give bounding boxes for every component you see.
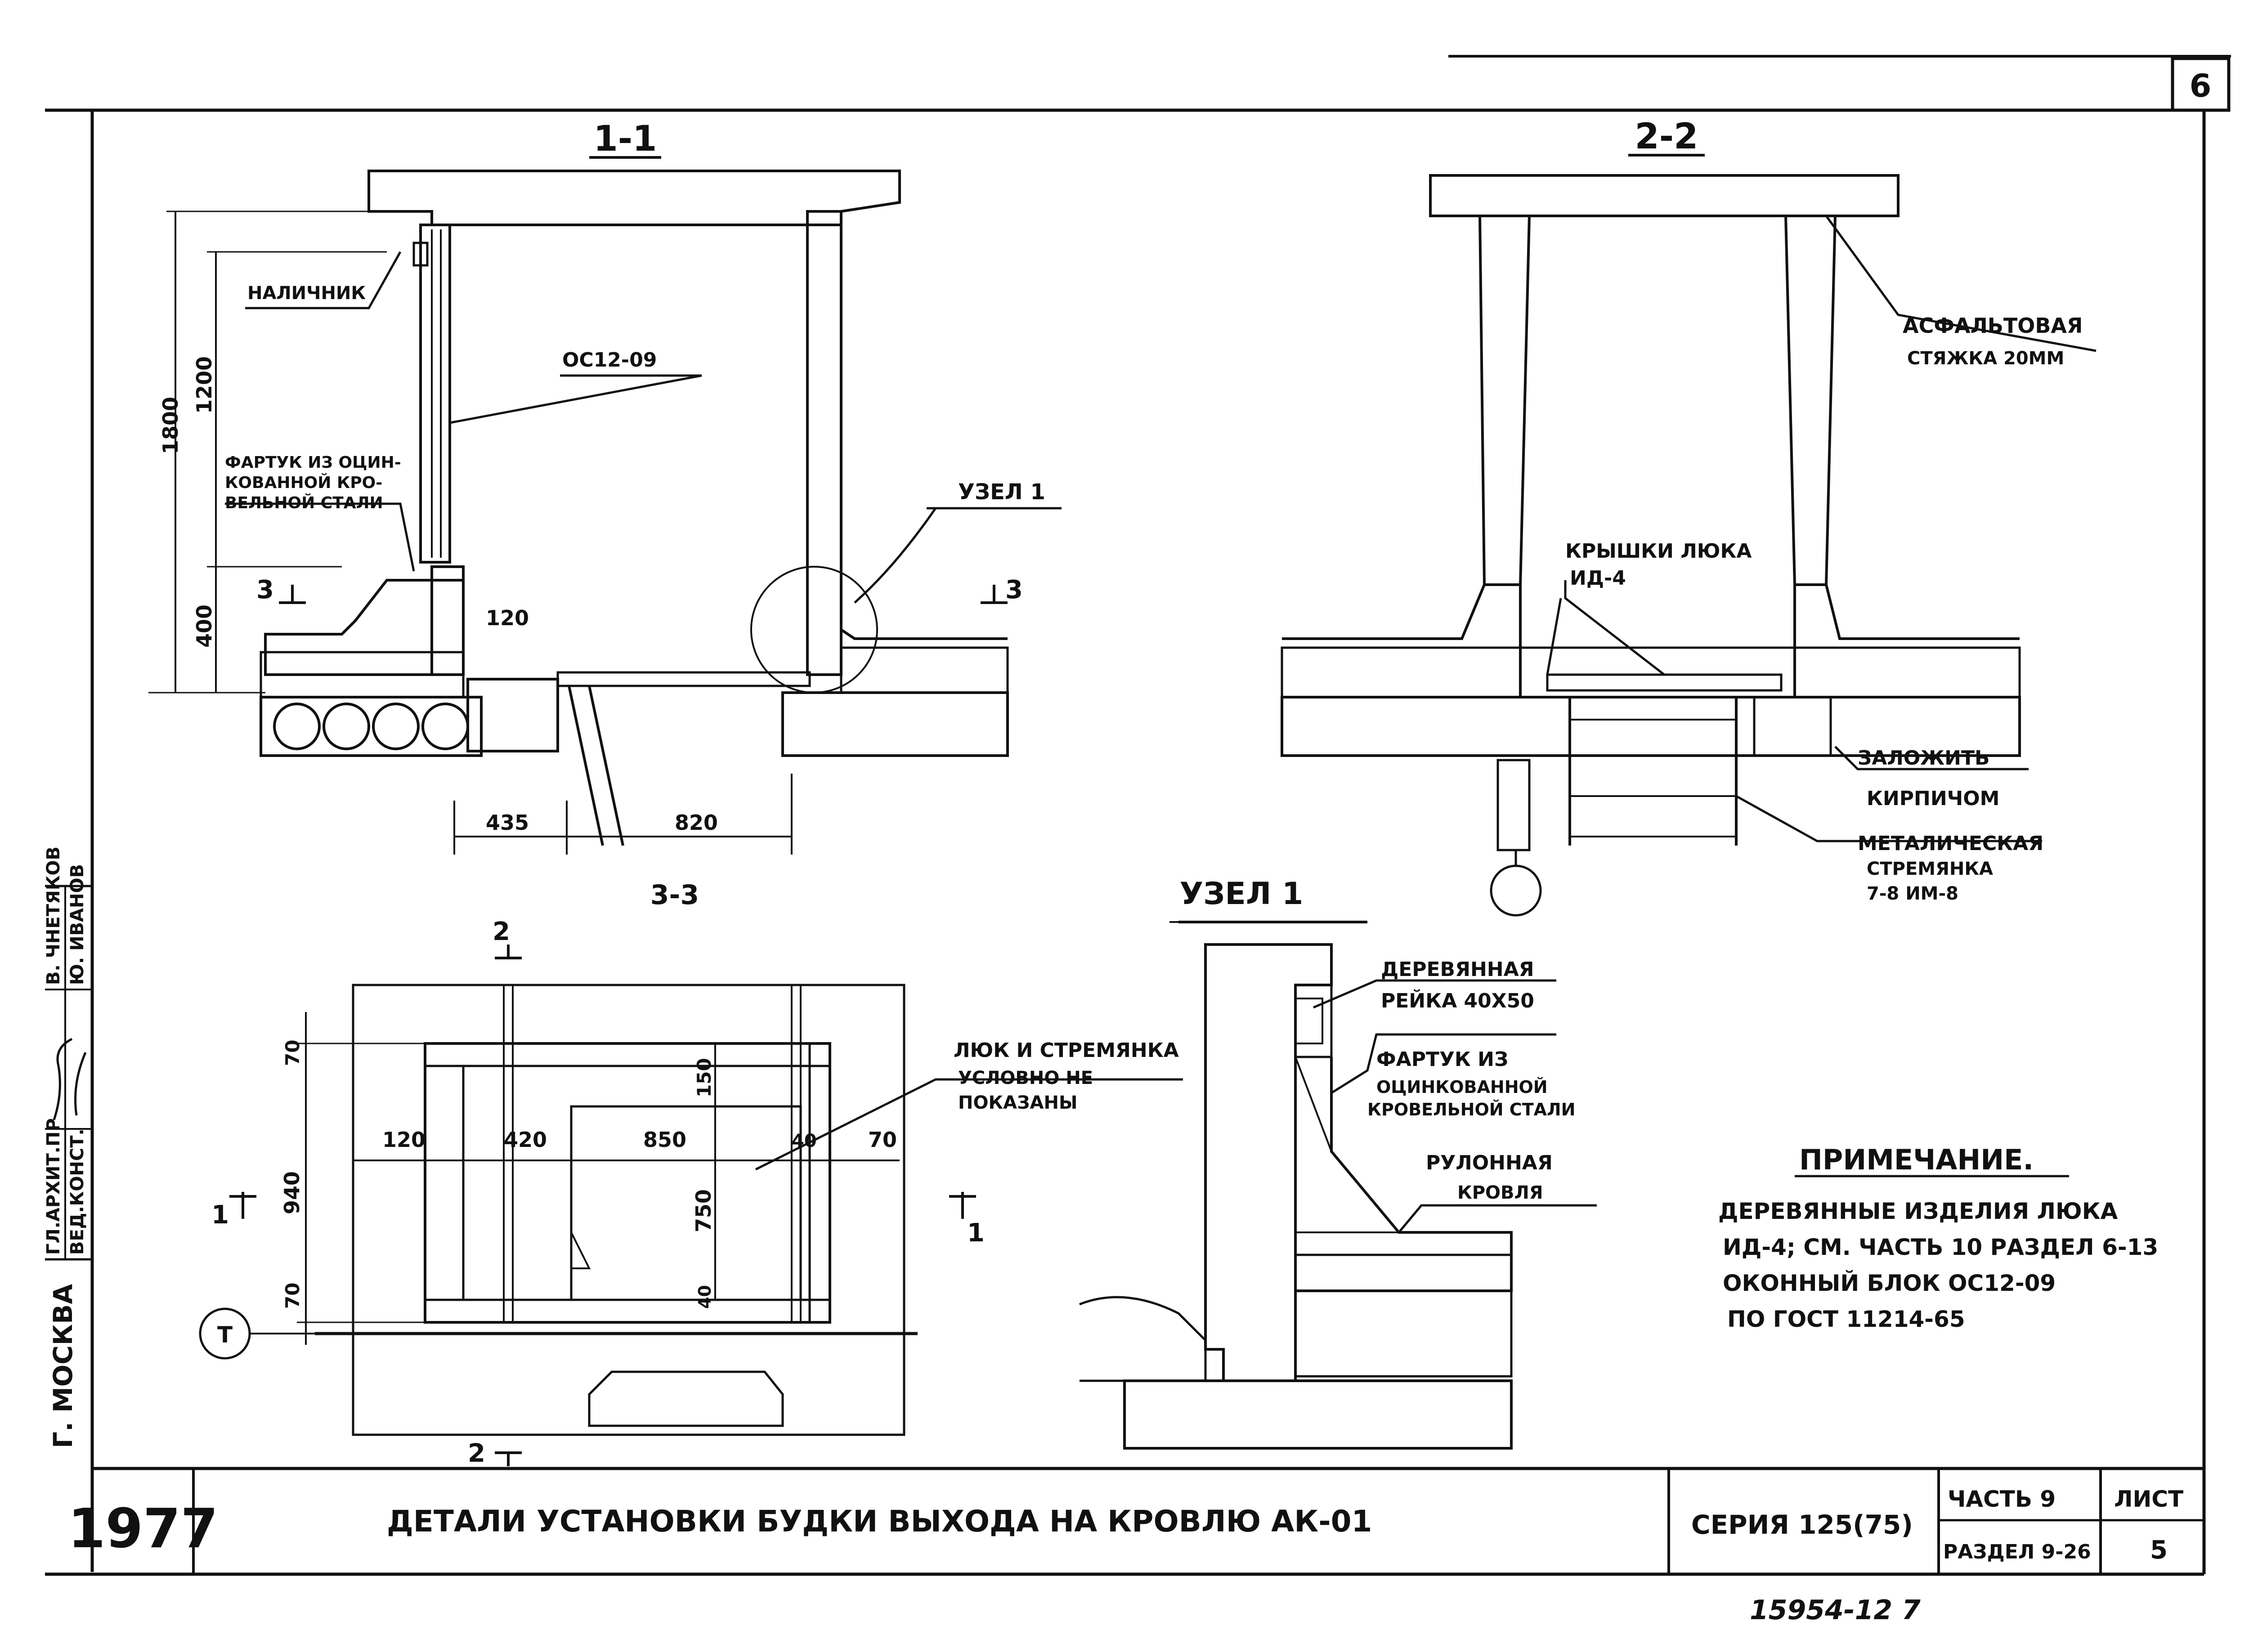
label-ladder-1: МЕТАЛИЧЕСКАЯ	[1858, 832, 2043, 855]
label-asphalt-1: АСФАЛЬТОВАЯ	[1903, 313, 2083, 338]
title-text: ДЕТАЛИ УСТАНОВКИ БУДКИ ВЫХОДА НА КРОВЛЮ …	[387, 1504, 1372, 1539]
dim-70-a: 70	[282, 1040, 304, 1066]
left-stamp	[45, 885, 92, 1261]
label-fartuk-line-2: КОВАННОЙ КРО-	[225, 473, 382, 492]
label-ladder-2: СТРЕМЯНКА	[1867, 859, 1993, 879]
label-hatch-note-3: ПОКАЗАНЫ	[958, 1092, 1077, 1113]
dim-420: 420	[504, 1128, 547, 1152]
label-node-fartuk-3: КРОВЕЛЬНОЙ СТАЛИ	[1367, 1100, 1575, 1119]
sheet-frame	[45, 55, 2231, 1576]
label-fartuk-line-1: ФАРТУК ИЗ ОЦИН-	[225, 453, 401, 472]
section-2-2-title: 2-2	[1635, 116, 1698, 157]
dim-70-b: 70	[868, 1128, 897, 1152]
label-nalichnik: НАЛИЧНИК	[247, 283, 366, 304]
note-line-2: ИД-4; СМ. ЧАСТЬ 10 РАЗДЕЛ 6-13	[1723, 1234, 2158, 1260]
dim-70-c: 70	[282, 1283, 304, 1309]
stamp-name-1: В. ЧНЕТЯКОВ	[43, 846, 64, 985]
dim-120-a: 120	[486, 606, 529, 630]
section-1-1-title: 1-1	[594, 119, 657, 159]
title-series: СЕРИЯ 125(75)	[1691, 1509, 1913, 1540]
sheet-number: 6	[2190, 67, 2212, 104]
stamp-role-2: ВЕД.КОНСТ.	[67, 1128, 88, 1255]
title-sheet-label: ЛИСТ	[2114, 1486, 2183, 1512]
section-2-2: 2-2	[1281, 116, 2097, 917]
note-line-3: ОКОННЫЙ БЛОК ОС12-09	[1723, 1270, 2056, 1296]
title-sheet-value: 5	[2150, 1536, 2168, 1565]
label-hatch-covers-2: ИД-4	[1570, 567, 1626, 590]
label-window-os12: ОС12-09	[562, 349, 657, 372]
label-node-fartuk-2: ОЦИНКОВАННОЙ	[1376, 1077, 1548, 1097]
label-roll-2: КРОВЛЯ	[1457, 1182, 1543, 1203]
dim-120-b: 120	[382, 1128, 426, 1152]
label-roll-1: РУЛОННАЯ	[1426, 1151, 1553, 1174]
label-brick-1: ЗАЛОЖИТЬ	[1858, 747, 1990, 770]
note-block: ПРИМЕЧАНИЕ. ДЕРЕВЯННЫЕ ИЗДЕЛИЯ ЛЮКА ИД-4…	[1718, 1143, 2158, 1332]
title-block	[92, 1467, 2204, 1574]
dim-150: 150	[693, 1058, 715, 1097]
dim-750: 750	[691, 1189, 716, 1232]
label-asphalt-2: СТЯЖКА 20ММ	[1907, 348, 2064, 369]
label-hatch-note-1: ЛЮК И СТРЕМЯНКА	[954, 1039, 1179, 1062]
stamp-name-2: Ю. ИВАНОВ	[67, 864, 88, 985]
title-section: РАЗДЕЛ 9-26	[1943, 1540, 2091, 1563]
label-fartuk-line-3: ВЕЛЬНОЙ СТАЛИ	[225, 493, 383, 512]
inventory-number: 15954-12 7	[1750, 1594, 1921, 1626]
note-title: ПРИМЕЧАНИЕ.	[1799, 1143, 2034, 1176]
axis-t-label: Т	[217, 1322, 233, 1348]
note-line-1: ДЕРЕВЯННЫЕ ИЗДЕЛИЯ ЛЮКА	[1718, 1198, 2118, 1224]
label-node-fartuk-1: ФАРТУК ИЗ	[1376, 1048, 1508, 1071]
section-1-1: 1-1	[148, 119, 1062, 855]
dim-850: 850	[643, 1128, 686, 1152]
stamp-city: Г. МОСКВА	[48, 1284, 78, 1448]
label-uzel-ref: УЗЕЛ 1	[958, 479, 1045, 505]
title-part: ЧАСТЬ 9	[1948, 1486, 2056, 1512]
label-hatch-note-2: УСЛОВНО НЕ	[958, 1068, 1093, 1088]
cut-2-bottom: 2	[468, 1439, 485, 1468]
dim-400: 400	[192, 604, 216, 648]
stamp-role-1: ГЛ.АРХИТ.ПР	[43, 1118, 64, 1255]
node-1-title: УЗЕЛ 1	[1180, 876, 1304, 912]
title-year: 1977	[68, 1498, 218, 1560]
label-wood-2: РЕЙКА 40Х50	[1381, 989, 1534, 1012]
label-hatch-covers-1: КРЫШКИ ЛЮКА	[1565, 540, 1752, 563]
cut-3-left: 3	[256, 575, 274, 604]
label-brick-2: КИРПИЧОМ	[1867, 787, 1999, 810]
dim-40-b: 40	[695, 1285, 715, 1309]
label-ladder-3: 7-8 ИМ-8	[1867, 883, 1958, 904]
section-3-3-title: 3-3	[650, 879, 699, 911]
dim-40-a: 40	[792, 1131, 817, 1151]
cut-2-top: 2	[493, 917, 510, 946]
dim-940: 940	[280, 1171, 304, 1214]
dim-820: 820	[675, 810, 718, 835]
node-1-detail: УЗЕЛ 1	[1079, 876, 1597, 1450]
note-line-4: ПО ГОСТ 11214-65	[1727, 1306, 1965, 1332]
label-wood-1: ДЕРЕВЯННАЯ	[1381, 958, 1534, 981]
dim-1200: 1200	[192, 356, 216, 414]
section-3-3: 3-3	[199, 879, 1183, 1466]
stamp-signature	[53, 1038, 87, 1120]
dim-1800: 1800	[158, 397, 183, 454]
cut-1-left: 1	[211, 1200, 229, 1230]
dim-435: 435	[486, 810, 529, 835]
cut-3-right: 3	[1005, 575, 1023, 604]
cut-1-right: 1	[967, 1218, 985, 1248]
